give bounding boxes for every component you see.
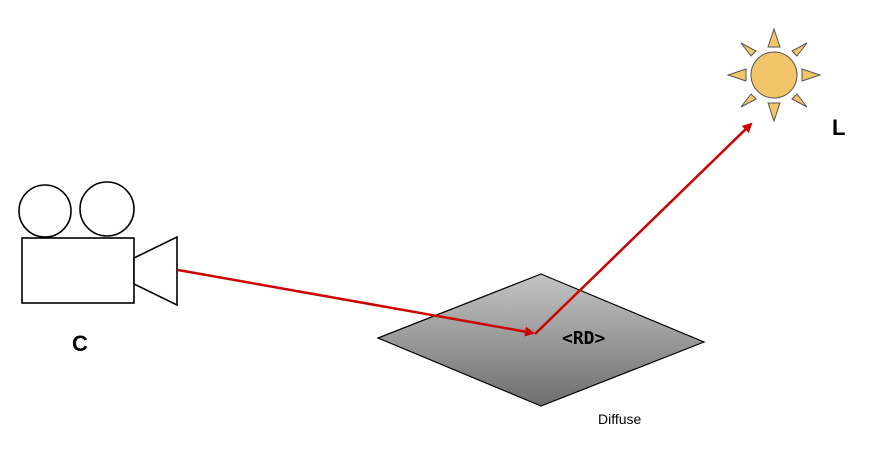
light-ray: [534, 122, 753, 335]
surface-tag-label: <RD>: [562, 328, 606, 349]
light-label: L: [832, 115, 845, 140]
camera-label: C: [72, 331, 88, 356]
diffuse-surface: [376, 273, 706, 407]
sun-icon: [726, 27, 822, 123]
material-label: Diffuse: [598, 411, 642, 427]
movie-camera-icon: [18, 181, 178, 307]
camera-ray: [177, 268, 535, 337]
